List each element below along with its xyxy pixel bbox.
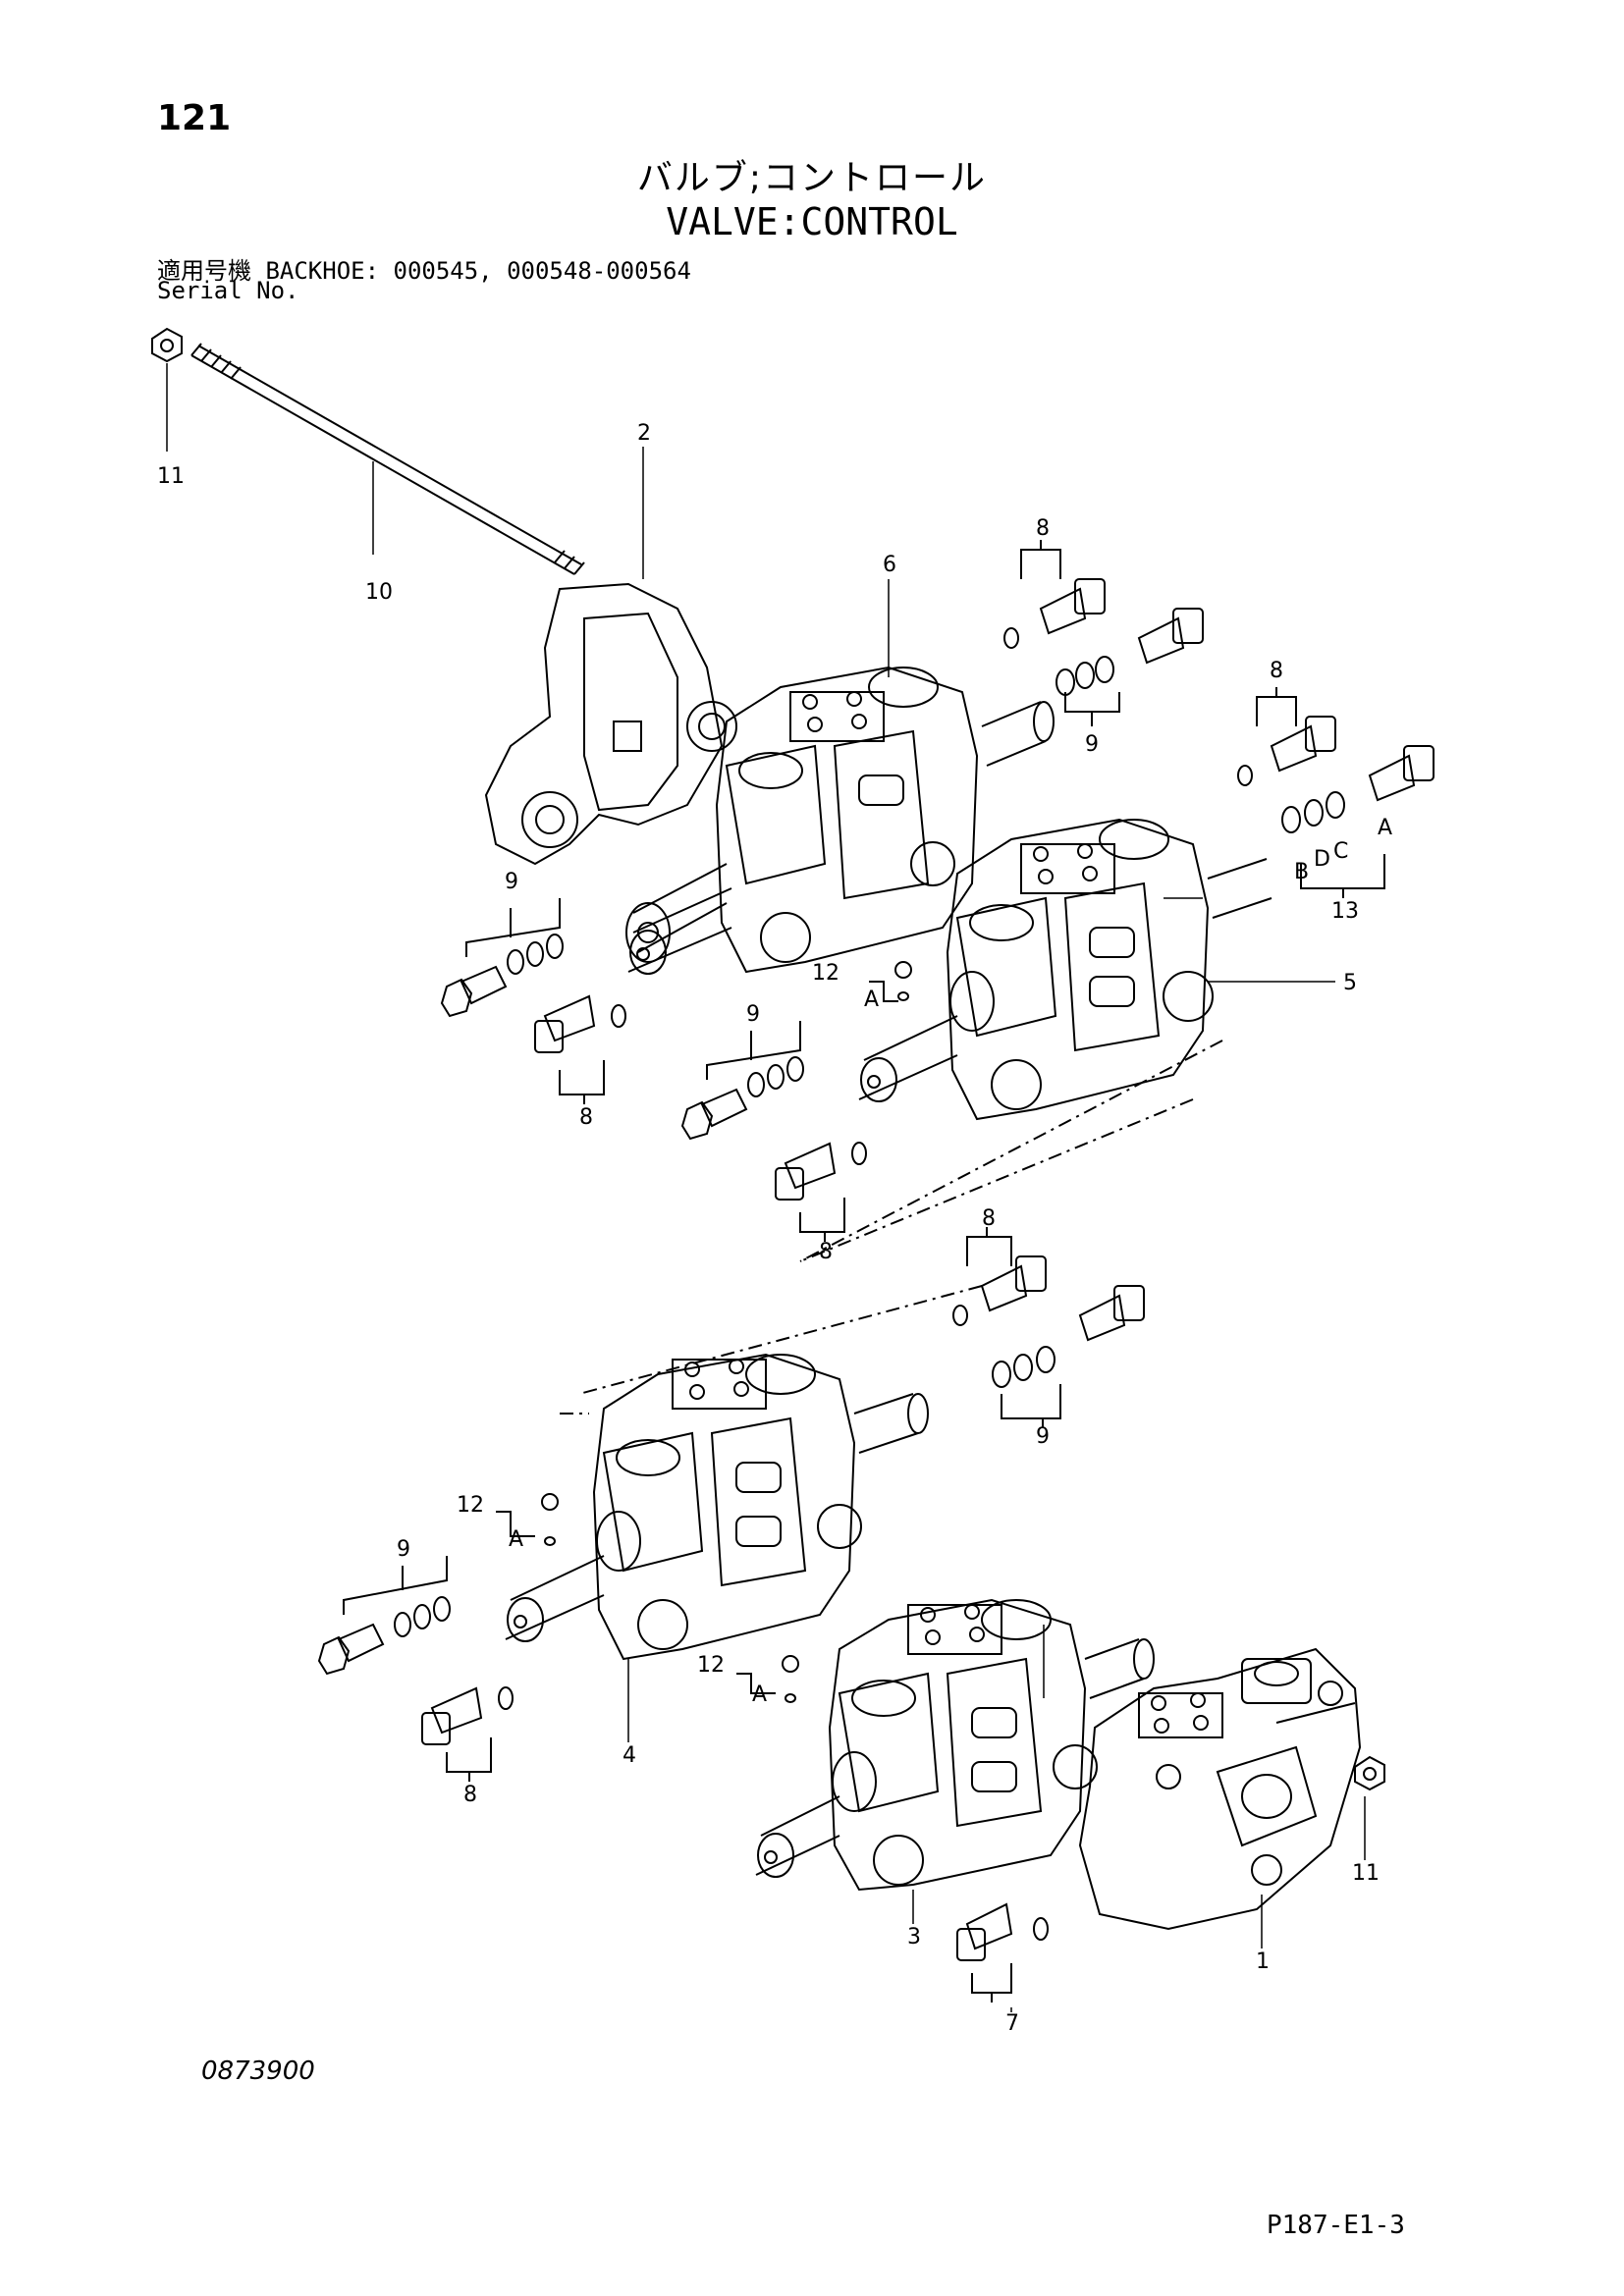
callout-A-lower: A [509,1527,523,1552]
left-caps-lower [317,1493,559,1782]
callout-6: 6 [883,553,896,577]
valve-section-part-6 [625,666,979,974]
callout-5: 5 [1343,971,1357,995]
title-japanese: バルブ;コントロール [636,158,988,198]
relief-valve-section-5 [1237,687,1435,898]
page-code: P187-E1-3 [1267,2211,1405,2240]
left-caps-middle [680,961,912,1242]
tie-rod-part-10 [151,327,585,575]
callout-C: C [1333,839,1348,864]
callout-A-mid: A [864,988,879,1012]
valve-section-part-5 [858,818,1272,1121]
callout-3: 3 [907,1925,921,1949]
callout-12-c: 12 [697,1653,725,1678]
callout-D: D [1314,847,1330,872]
drawing-code: 0873900 [201,2056,315,2086]
relief-valve-section-4 [952,1227,1145,1428]
relief-valve-section-6 [1003,540,1204,726]
callout-4: 4 [623,1743,636,1768]
alignment-lines [560,1040,1223,1415]
leader-lines [166,363,1366,2012]
valve-section-part-4 [505,1353,929,1661]
callout-A-top: A [1378,816,1392,840]
callout-8-e: 8 [982,1206,996,1231]
callout-2: 2 [637,421,651,446]
callout-A-bottom: A [752,1682,767,1707]
end-plate-part-2 [484,582,737,866]
callout-12-b: 12 [457,1493,484,1518]
inlet-section-part-1 [1078,1647,1385,1931]
callout-9-b: 9 [505,870,518,894]
serial-no-label: Serial No. [157,277,299,304]
title-english: VALVE:CONTROL [666,200,958,243]
valve-section-part-3 [736,1598,1155,1892]
page-number: 121 [157,98,232,138]
callout-B: B [1294,860,1309,884]
callout-labels: 11 10 2 6 8 9 8 A B D C 13 9 12 A 5 8 9 … [157,421,1392,2036]
callout-8-b: 8 [1270,659,1283,683]
callout-9-c: 9 [746,1002,760,1027]
callout-1: 1 [1256,1949,1270,1974]
spool-section-6 [627,701,1055,975]
left-caps-upper [440,898,626,1104]
callout-10: 10 [365,580,393,605]
callout-8-d: 8 [819,1240,833,1264]
callout-8-a: 8 [1036,516,1050,541]
serial-applicability: 適用号機 BACKHOE: 000545, 000548-000564 [157,257,691,285]
callout-9-d: 9 [1036,1424,1050,1449]
callout-12-a: 12 [812,961,839,986]
callout-11-top: 11 [157,464,185,489]
callout-8-g: 8 [463,1783,477,1807]
callout-9-e: 9 [397,1537,410,1562]
callout-8-c: 8 [579,1105,593,1130]
callout-11-bottom: 11 [1352,1861,1380,1886]
callout-13: 13 [1331,899,1359,924]
callout-9-a: 9 [1085,732,1099,757]
relief-valve-section-1 [956,1902,1049,2002]
callout-7: 7 [1005,2011,1019,2036]
